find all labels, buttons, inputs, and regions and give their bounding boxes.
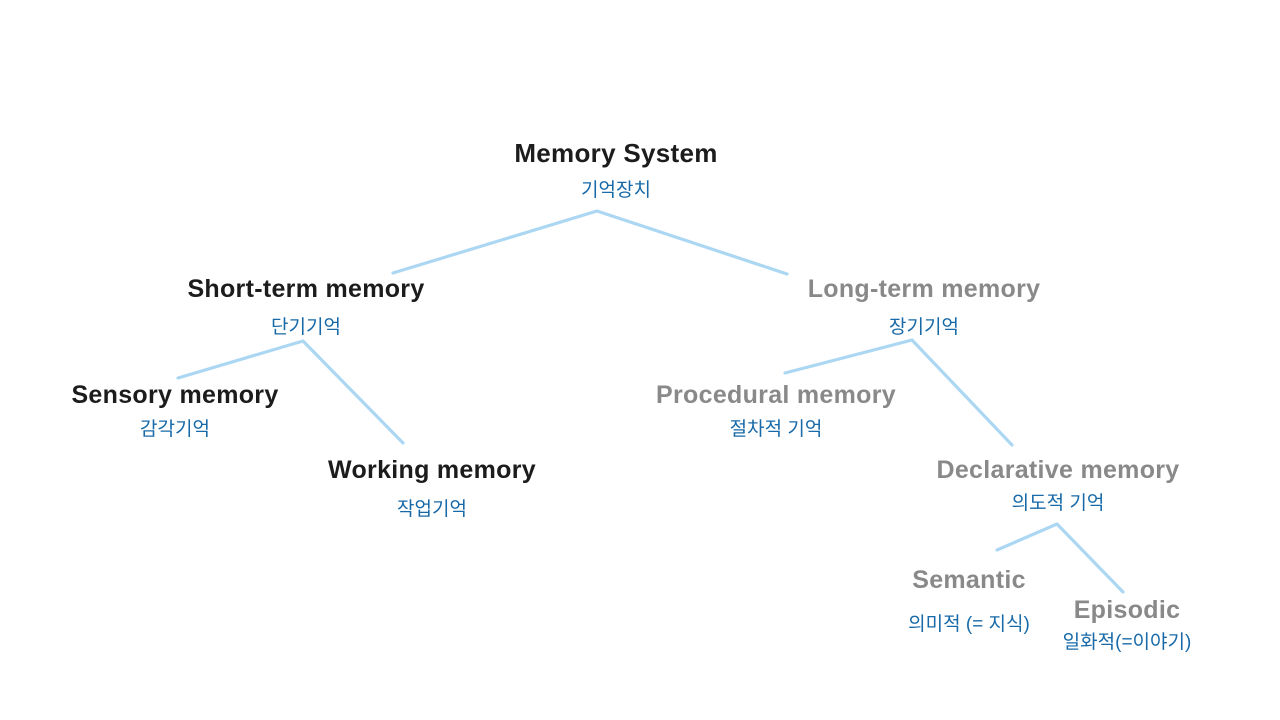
node-sensory-memory: Sensory memory 감각기억 [71, 381, 278, 441]
node-episodic-label-ko: 일화적(=이야기) [1062, 632, 1192, 653]
node-memory-system-label-ko: 기억장치 [581, 180, 651, 201]
node-declarative-memory: Declarative memory 의도적 기억 [936, 456, 1179, 515]
node-memory-system-label-en: Memory System [514, 138, 718, 168]
node-long-term-memory: Long-term memory 장기기억 [808, 275, 1041, 339]
node-procedural-memory: Procedural memory 절차적 기억 [656, 381, 896, 441]
node-working-memory-label-en: Working memory [328, 456, 536, 484]
node-sensory-memory-label-en: Sensory memory [71, 381, 279, 409]
node-working-memory: Working memory 작업기억 [328, 456, 536, 521]
connector-declarative-to-children [995, 522, 1125, 594]
node-episodic-label-en: Episodic [1073, 596, 1181, 624]
node-long-term-memory-label-ko: 장기기억 [889, 317, 959, 338]
node-sensory-memory-label-ko: 감각기억 [140, 419, 210, 440]
node-short-term-memory: Short-term memory 단기기억 [187, 275, 424, 339]
connector-short-term-to-children [176, 339, 405, 445]
node-semantic-label-en: Semantic [912, 566, 1026, 594]
node-short-term-memory-label-ko: 단기기억 [271, 317, 341, 338]
node-short-term-memory-label-en: Short-term memory [187, 275, 425, 303]
connector-long-term-to-children [783, 338, 1014, 447]
node-working-memory-label-ko: 작업기억 [397, 499, 467, 520]
node-semantic-label-ko: 의미적 (= 지식) [908, 614, 1030, 635]
node-semantic: Semantic 의미적 (= 지식) [908, 566, 1030, 636]
node-procedural-memory-label-en: Procedural memory [656, 381, 896, 409]
node-episodic: Episodic 일화적(=이야기) [1063, 596, 1192, 654]
node-declarative-memory-label-ko: 의도적 기억 [1011, 493, 1105, 514]
node-declarative-memory-label-en: Declarative memory [936, 456, 1180, 484]
connector-root-to-children [391, 209, 789, 276]
node-memory-system: Memory System 기억장치 [514, 138, 717, 202]
node-procedural-memory-label-ko: 절차적 기억 [729, 419, 823, 440]
node-long-term-memory-label-en: Long-term memory [807, 275, 1041, 303]
